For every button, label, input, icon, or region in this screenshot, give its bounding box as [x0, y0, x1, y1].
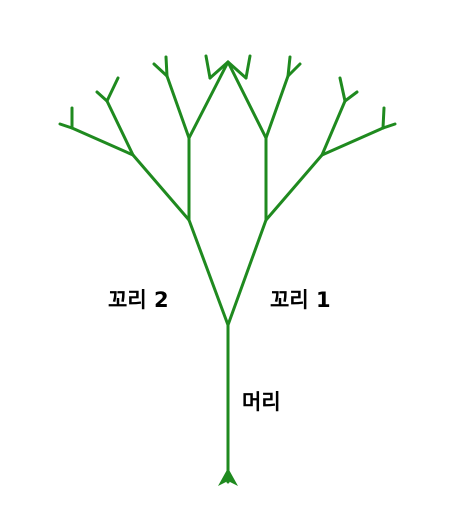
branch-line [105, 99, 135, 157]
branch-line [165, 74, 191, 140]
branch-line [95, 90, 109, 103]
branch-line [208, 60, 230, 80]
branch-line [320, 99, 347, 157]
branch-line [187, 218, 230, 327]
branch-line [58, 122, 74, 130]
branch-line [164, 55, 169, 78]
branch-line [286, 55, 292, 78]
branch-line [204, 54, 212, 80]
branch-line [226, 60, 268, 140]
branch-line [226, 218, 268, 327]
branch-line [264, 74, 290, 140]
branch-line [343, 90, 359, 103]
branch-line [320, 126, 385, 157]
tail-1-label: 꼬리 1 [270, 288, 331, 312]
branch-line [226, 60, 248, 80]
head-arrowhead [218, 468, 238, 486]
branch-line [264, 153, 324, 222]
branch-line [244, 54, 252, 80]
branch-line [131, 153, 191, 222]
branch-line [152, 62, 169, 78]
branch-line [381, 122, 397, 130]
branch-line [286, 62, 302, 78]
branch-line [70, 126, 135, 157]
tail-2-label: 꼬리 2 [108, 288, 169, 312]
head-label: 머리 [242, 390, 281, 414]
branch-line [338, 76, 347, 103]
branch-line [105, 76, 120, 103]
fractal-tree [58, 54, 397, 484]
branch-line [381, 106, 386, 130]
branch-line [187, 60, 230, 140]
